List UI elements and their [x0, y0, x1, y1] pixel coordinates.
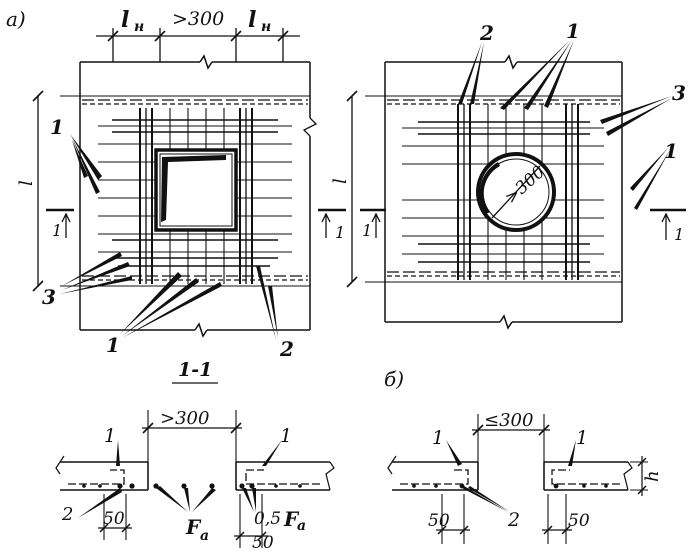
dim-a-section-a: a: [297, 518, 306, 534]
callout-3-a: 3: [42, 285, 56, 309]
dim-l-right-sub: н: [261, 19, 271, 35]
callout-3-b: 3: [672, 81, 686, 105]
dim-50-right-section-b: 50: [568, 511, 590, 531]
section-title: 1-1: [178, 359, 212, 381]
section-view-b: ≤300 1 1 2 h 5: [387, 410, 663, 544]
dim-05-section-a: 0,5: [254, 509, 281, 529]
slab-outline-a: [60, 54, 318, 338]
section-mark-left-a: 1: [52, 221, 62, 240]
section-marks-a: 1 1: [46, 208, 346, 242]
callout-1-right-section-b: 1: [576, 427, 588, 449]
dim-opening-section-b: ≤300: [484, 410, 533, 431]
dim-50-left-section-a: 50: [103, 509, 125, 529]
square-opening-a: [154, 148, 238, 232]
dim-50-right-section-a: 50: [252, 533, 274, 553]
dim-l-left-sub: н: [134, 19, 144, 35]
section-mark-left-b: 1: [362, 221, 372, 240]
round-opening-b: >300: [476, 152, 556, 232]
dim-l-right: l: [248, 7, 256, 33]
left-dimension-b: l: [330, 90, 358, 288]
callout-leaders-b: [458, 40, 672, 210]
slab-outline-b: [365, 54, 623, 330]
dim-h-section-b: h: [642, 470, 663, 482]
callout-1-top-a: 1: [50, 115, 64, 139]
callout-1-right-section-a: 1: [280, 425, 292, 447]
dim-f-section-a: F: [283, 507, 300, 531]
section-view-a: >300 1 1 2: [55, 408, 335, 553]
area-label-f: F: [185, 515, 202, 539]
callout-2-section-b: 2: [507, 509, 520, 531]
section-mark-right-b: 1: [674, 225, 684, 244]
dim-l-vertical-a: l: [16, 180, 37, 186]
callout-1-left-section-b: 1: [432, 427, 444, 449]
dim-l-vertical-b: l: [330, 178, 351, 184]
area-label-a: a: [200, 528, 209, 544]
callout-1-top-b: 1: [566, 19, 580, 43]
top-dimension-chain-a: l н >300 l н: [96, 7, 300, 62]
left-dimension-a: l: [16, 90, 44, 292]
callout-2-section-a: 2: [61, 504, 73, 525]
section-marks-b: 1 1: [360, 208, 686, 244]
panel-label-a: а): [6, 7, 26, 31]
callout-1-left-section-a: 1: [104, 425, 116, 447]
plan-view-a: а) l н >300 l н: [6, 7, 346, 361]
dim-opening-section-a: >300: [160, 408, 209, 429]
support-lines-b: [387, 99, 620, 277]
plan-view-b: >300 l 1 1 2: [330, 19, 686, 330]
section-mark-right-a: 1: [335, 223, 345, 242]
callout-1-right-b: 1: [664, 139, 678, 163]
callout-leaders-a: [60, 134, 278, 340]
dim-l-left: l: [121, 7, 129, 33]
callout-1-bottom-a: 1: [106, 333, 120, 357]
callout-2-b: 2: [479, 21, 494, 45]
dim-opening-a: >300: [172, 8, 224, 30]
dim-50-left-section-b: 50: [428, 511, 450, 531]
callout-2-a: 2: [279, 337, 294, 361]
panel-label-b: б): [384, 367, 404, 391]
